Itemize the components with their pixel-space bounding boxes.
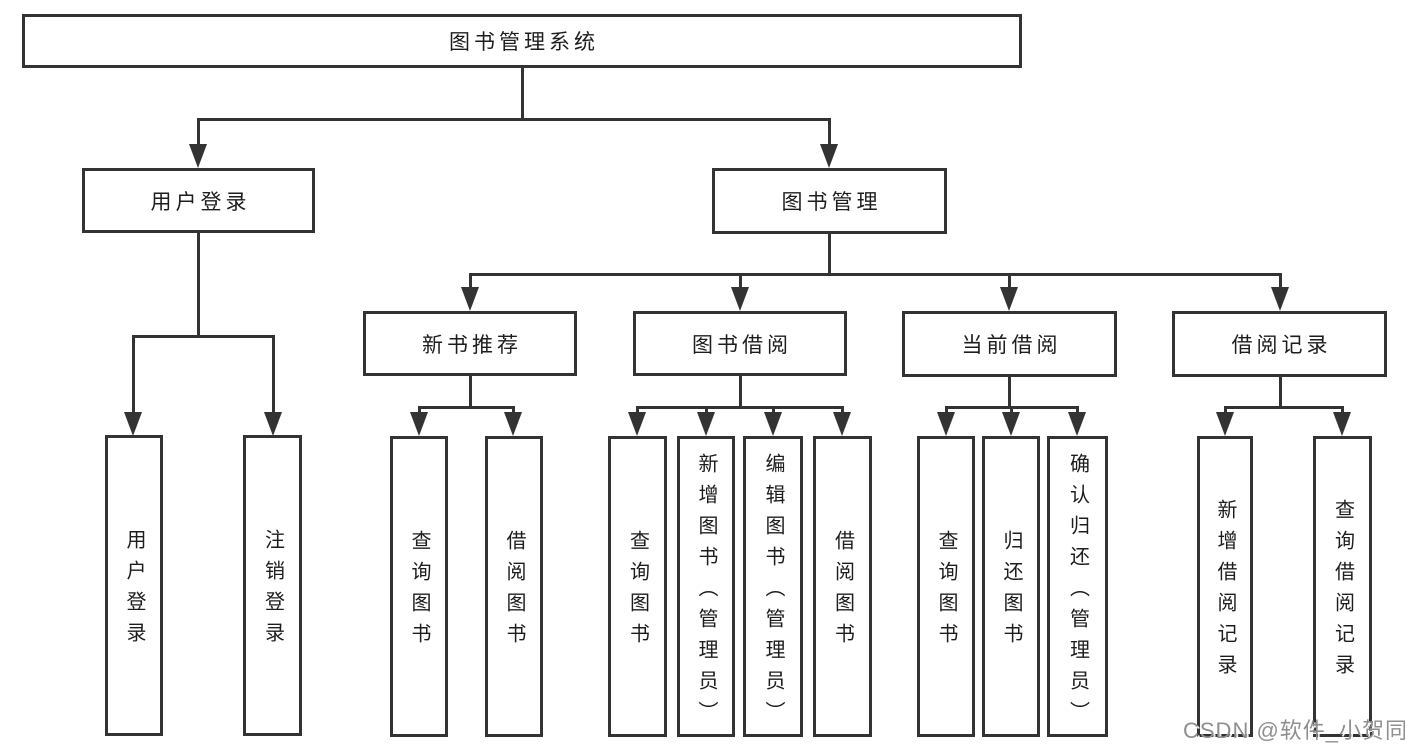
leaf-label: 归还图书 [1000,530,1022,654]
leaf-query-borrow-record: 查询借阅记录 [1313,436,1372,737]
arrowhead-down-icon [833,412,851,436]
connector-stem-leaf [945,406,948,416]
connector-stem-leaf [418,406,421,416]
arrowhead-down-icon [1333,412,1351,436]
leaf-query-books-2: 查询图书 [608,436,667,737]
connector-stem-leaf [132,335,135,415]
arrowhead-down-icon [697,412,715,436]
arrowhead-down-icon [504,412,522,436]
connector-user-login-trunk [197,233,200,338]
arrowhead-down-icon [1216,412,1234,436]
leaf-borrow-books-2: 借阅图书 [813,436,872,737]
connector-group1-trunk [739,376,742,409]
leaf-return-books: 归还图书 [982,436,1040,737]
connector-stem-user-login [197,118,200,148]
node-user-login: 用户登录 [82,168,315,233]
leaf-label: 编辑图书（管理员） [762,452,784,732]
node-user-login-label: 用户登录 [150,190,251,214]
node-book-borrow-label: 图书借阅 [692,333,792,357]
node-new-book-rec: 新书推荐 [363,311,577,376]
node-book-borrow: 图书借阅 [633,311,847,376]
leaf-label: 查询图书 [408,530,430,654]
connector-stem-group [739,273,742,293]
connector-group2-trunk [1008,377,1011,409]
node-root-label: 图书管理系统 [449,31,599,54]
arrowhead-down-icon [410,412,428,436]
connector-stem-group [1279,273,1282,293]
node-current-borrow: 当前借阅 [902,311,1117,377]
leaf-label: 注销登录 [261,529,284,653]
connector-stem-leaf [1341,406,1344,416]
connector-stem-leaf [512,406,515,416]
connector-stem-book-mgmt [828,118,831,148]
leaf-add-borrow-record: 新增借阅记录 [1197,436,1253,737]
arrowhead-down-icon [461,287,479,311]
connector-stem-leaf [705,406,708,416]
leaf-label: 确认归还（管理员） [1066,452,1089,732]
leaf-logout: 注销登录 [243,435,302,736]
connector-splitter-l2 [469,273,1282,276]
csdn-watermark: CSDN @软件_小贺同学 [1183,718,1405,743]
connector-splitter-group3 [1224,406,1344,409]
connector-stem-leaf [841,406,844,416]
arrowhead-down-icon [937,412,955,436]
leaf-query-books-1: 查询图书 [390,436,448,737]
connector-splitter-user-login [132,335,275,338]
connector-stem-group [469,273,472,293]
arrowhead-down-icon [731,287,749,311]
leaf-label: 新增借阅记录 [1214,499,1236,685]
leaf-query-books-3: 查询图书 [917,436,975,737]
arrowhead-down-icon [1271,287,1289,311]
arrowhead-down-icon [1000,287,1018,311]
node-new-book-rec-label: 新书推荐 [422,333,522,357]
node-borrow-records: 借阅记录 [1172,311,1387,377]
leaf-add-books-admin: 新增图书（管理员） [677,436,735,737]
arrowhead-down-icon [189,144,207,168]
connector-stem-leaf [772,406,775,416]
leaf-label: 借阅图书 [831,530,854,654]
arrowhead-down-icon [628,412,646,436]
connector-stem-leaf [1224,406,1227,416]
connector-splitter-group0 [418,406,515,409]
leaf-confirm-return-admin: 确认归还（管理员） [1047,436,1108,737]
connector-stem-leaf [1076,406,1079,416]
leaf-borrow-books-1: 借阅图书 [485,436,543,737]
connector-stem-leaf [636,406,639,416]
arrowhead-down-icon [820,144,838,168]
connector-stem-group [1008,273,1011,293]
connector-group3-trunk [1279,377,1282,409]
arrowhead-down-icon [1068,412,1086,436]
node-book-mgmt: 图书管理 [712,168,947,234]
node-borrow-records-label: 借阅记录 [1231,334,1332,357]
connector-root-trunk [521,68,524,120]
connector-splitter-l1 [197,118,831,121]
connector-group0-trunk [469,376,472,409]
connector-stem-leaf [272,335,275,415]
node-current-borrow-label: 当前借阅 [961,334,1062,357]
leaf-label: 查询借阅记录 [1331,499,1354,685]
arrowhead-down-icon [1002,412,1020,436]
leaf-label: 借阅图书 [503,530,525,654]
arrowhead-down-icon [764,412,782,436]
connector-stem-leaf [1010,406,1013,416]
leaf-label: 用户登录 [123,529,145,653]
leaf-label: 查询图书 [935,530,957,654]
leaf-label: 新增图书（管理员） [695,452,717,732]
node-book-mgmt-label: 图书管理 [781,191,882,214]
node-root: 图书管理系统 [22,14,1022,68]
arrowhead-down-icon [124,412,142,436]
arrowhead-down-icon [264,412,282,436]
connector-splitter-group1 [636,406,844,409]
connector-book-mgmt-trunk [828,234,831,276]
leaf-edit-books-admin: 编辑图书（管理员） [743,436,803,737]
leaf-label: 查询图书 [626,530,649,654]
leaf-user-login: 用户登录 [105,435,163,736]
